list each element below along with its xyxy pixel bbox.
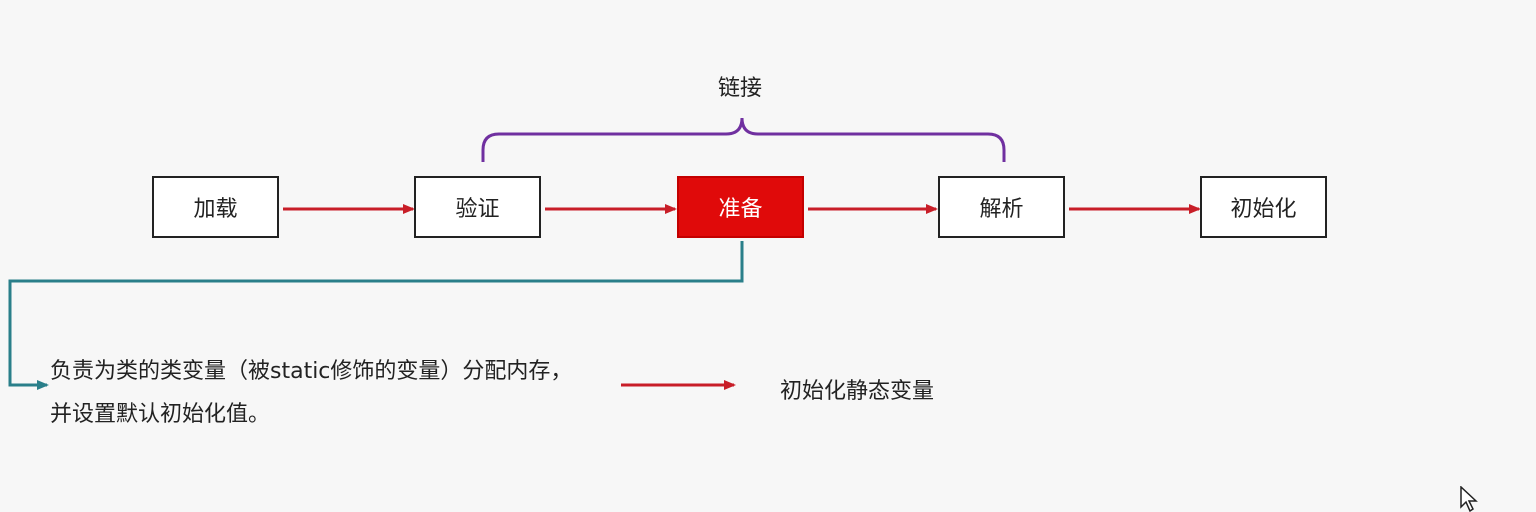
note-result: 初始化静态变量 xyxy=(780,379,935,404)
stage-verify: 验证 xyxy=(414,176,541,238)
linking-bracket xyxy=(481,117,1006,162)
stage-init: 初始化 xyxy=(1200,176,1327,238)
note-line-1: 负责为类的类变量（被static修饰的变量）分配内存， xyxy=(50,359,573,384)
mouse-cursor-icon xyxy=(1460,486,1478,512)
stage-resolve: 解析 xyxy=(938,176,1065,238)
linking-label: 链接 xyxy=(718,76,763,101)
stage-prepare: 准备 xyxy=(677,176,804,238)
note-line-2: 并设置默认初始化值。 xyxy=(50,402,271,427)
stage-load: 加载 xyxy=(152,176,279,238)
